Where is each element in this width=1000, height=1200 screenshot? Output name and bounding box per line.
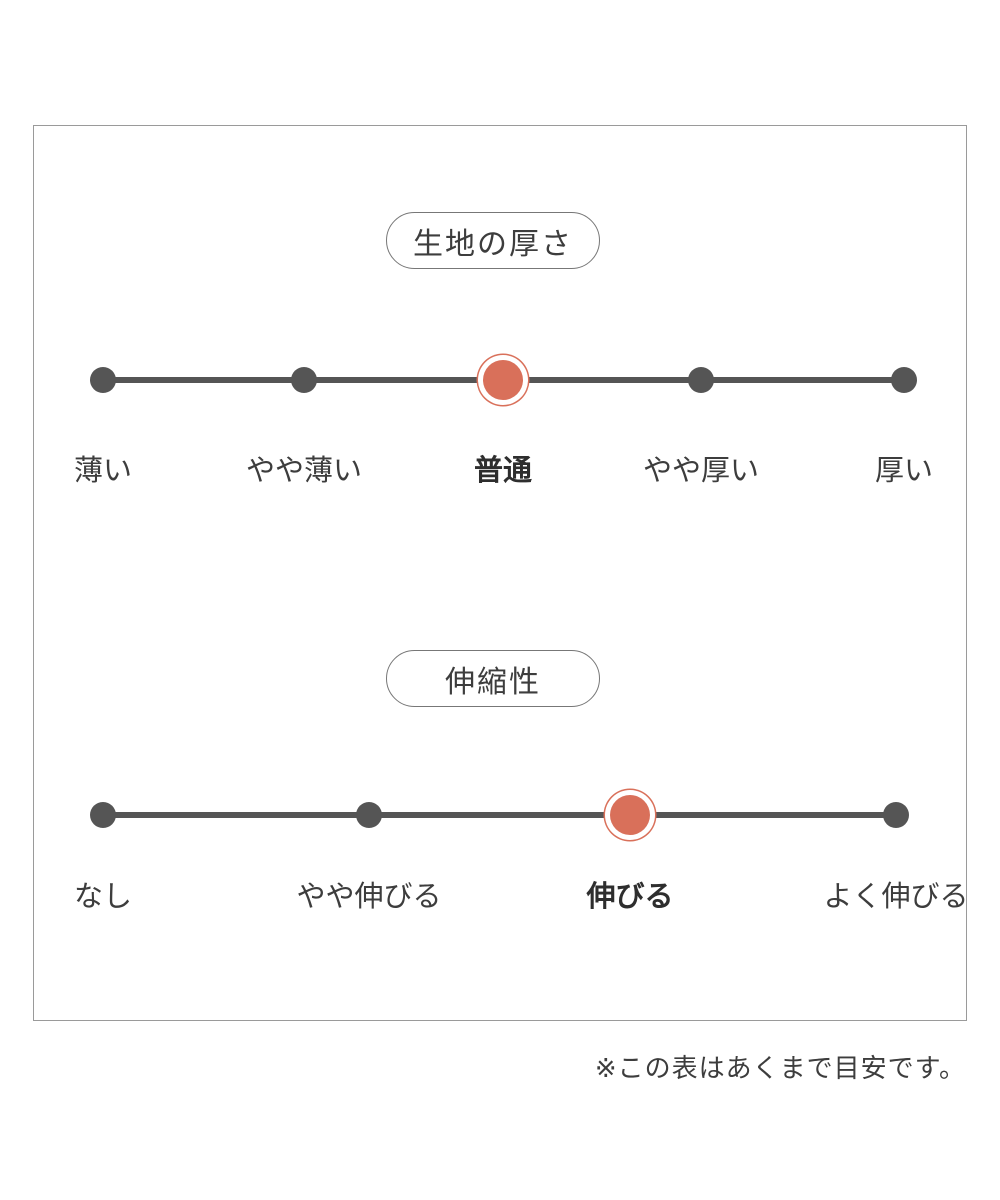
thickness-option-label: 厚い [874, 453, 933, 487]
thickness-scale-dot [90, 367, 116, 393]
thickness-scale: 薄い やや薄い 普通 やや厚い 厚い [0, 0, 1000, 487]
stretch-selected-marker [610, 795, 650, 835]
stretch-scale-line [103, 812, 896, 818]
thickness-option-label: やや厚い [642, 453, 759, 487]
thickness-option-label: 薄い [73, 453, 132, 487]
stretch-option-label: なし [73, 879, 132, 913]
stretch-scale-dot [90, 802, 116, 828]
thickness-title-text: 生地の厚さ [413, 226, 573, 262]
stretch-scale-dot [883, 802, 909, 828]
thickness-option-label: やや薄い [245, 453, 362, 487]
stretch-option-label: よく伸びる [823, 879, 969, 913]
chart-frame [33, 125, 967, 1021]
stretch-option-label: やや伸びる [296, 879, 442, 913]
stretch-scale: なし やや伸びる 伸びる よく伸びる [0, 0, 1000, 913]
thickness-selected-marker [483, 360, 523, 400]
thickness-scale-dot [291, 367, 317, 393]
thickness-scale-dot [688, 367, 714, 393]
stretch-title: 伸縮性 [386, 650, 600, 707]
thickness-scale-dot [891, 367, 917, 393]
thickness-title: 生地の厚さ [386, 212, 600, 269]
stretch-title-text: 伸縮性 [445, 664, 541, 700]
stretch-scale-dot [356, 802, 382, 828]
thickness-option-label: 普通 [473, 453, 532, 487]
disclaimer-note: ※この表はあくまで目安です。 [594, 1054, 966, 1084]
stretch-option-label: 伸びる [586, 879, 674, 913]
